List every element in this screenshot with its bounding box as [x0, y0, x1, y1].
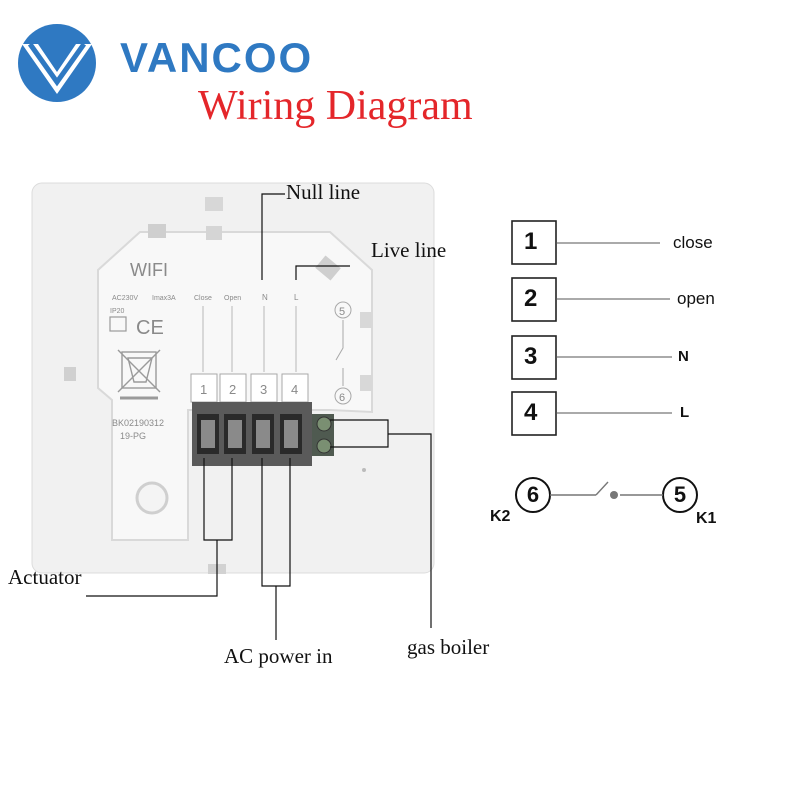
brand-name: VANCOO	[120, 34, 314, 81]
map-label-open: open	[677, 289, 715, 308]
relay-contact-6: 6	[526, 482, 540, 507]
map-label-close: close	[673, 233, 713, 252]
model-number: 19-PG	[120, 431, 146, 441]
map-terminal-2: 2	[524, 285, 538, 312]
relay-label-k2: K2	[490, 508, 511, 525]
module-terminal-1: 1	[200, 382, 207, 397]
module-contact-5: 5	[339, 306, 345, 318]
terminal-label-open: Open	[224, 295, 241, 302]
relay-label-k1: K1	[696, 510, 717, 527]
module-terminal-3: 3	[260, 382, 267, 397]
map-terminal-3: 3	[524, 343, 538, 370]
module-contact-6: 6	[339, 392, 345, 404]
callout-null-line: Null line	[286, 180, 361, 204]
map-label-n: N	[678, 348, 689, 365]
square-symbol-icon	[109, 316, 127, 332]
terminal-label-close: Close	[194, 295, 212, 302]
map-terminal-4: 4	[524, 399, 538, 426]
voltage-label: AC230V	[112, 295, 138, 302]
callout-ac-power: AC power in	[224, 644, 333, 668]
ip-rating-label: IP20	[110, 308, 125, 315]
ce-mark: CE	[136, 317, 164, 339]
callout-actuator: Actuator	[8, 565, 82, 589]
map-label-l: L	[680, 404, 690, 421]
page-title: Wiring Diagram	[198, 83, 473, 129]
module-terminal-2: 2	[229, 382, 236, 397]
callout-live-line: Live line	[371, 238, 447, 262]
terminal-label-n: N	[262, 293, 268, 302]
terminal-label-l: L	[294, 293, 299, 302]
callout-gas-boiler: gas boiler	[407, 635, 490, 659]
weee-bin-icon	[117, 349, 161, 400]
vancoo-logo-icon	[18, 24, 96, 102]
map-terminal-1: 1	[524, 228, 538, 255]
relay-contact-5: 5	[673, 482, 687, 507]
serial-number: BK02190312	[112, 418, 164, 428]
wifi-label: WIFI	[130, 260, 168, 280]
current-label: Imax3A	[152, 295, 176, 302]
module-terminal-4: 4	[291, 382, 298, 397]
